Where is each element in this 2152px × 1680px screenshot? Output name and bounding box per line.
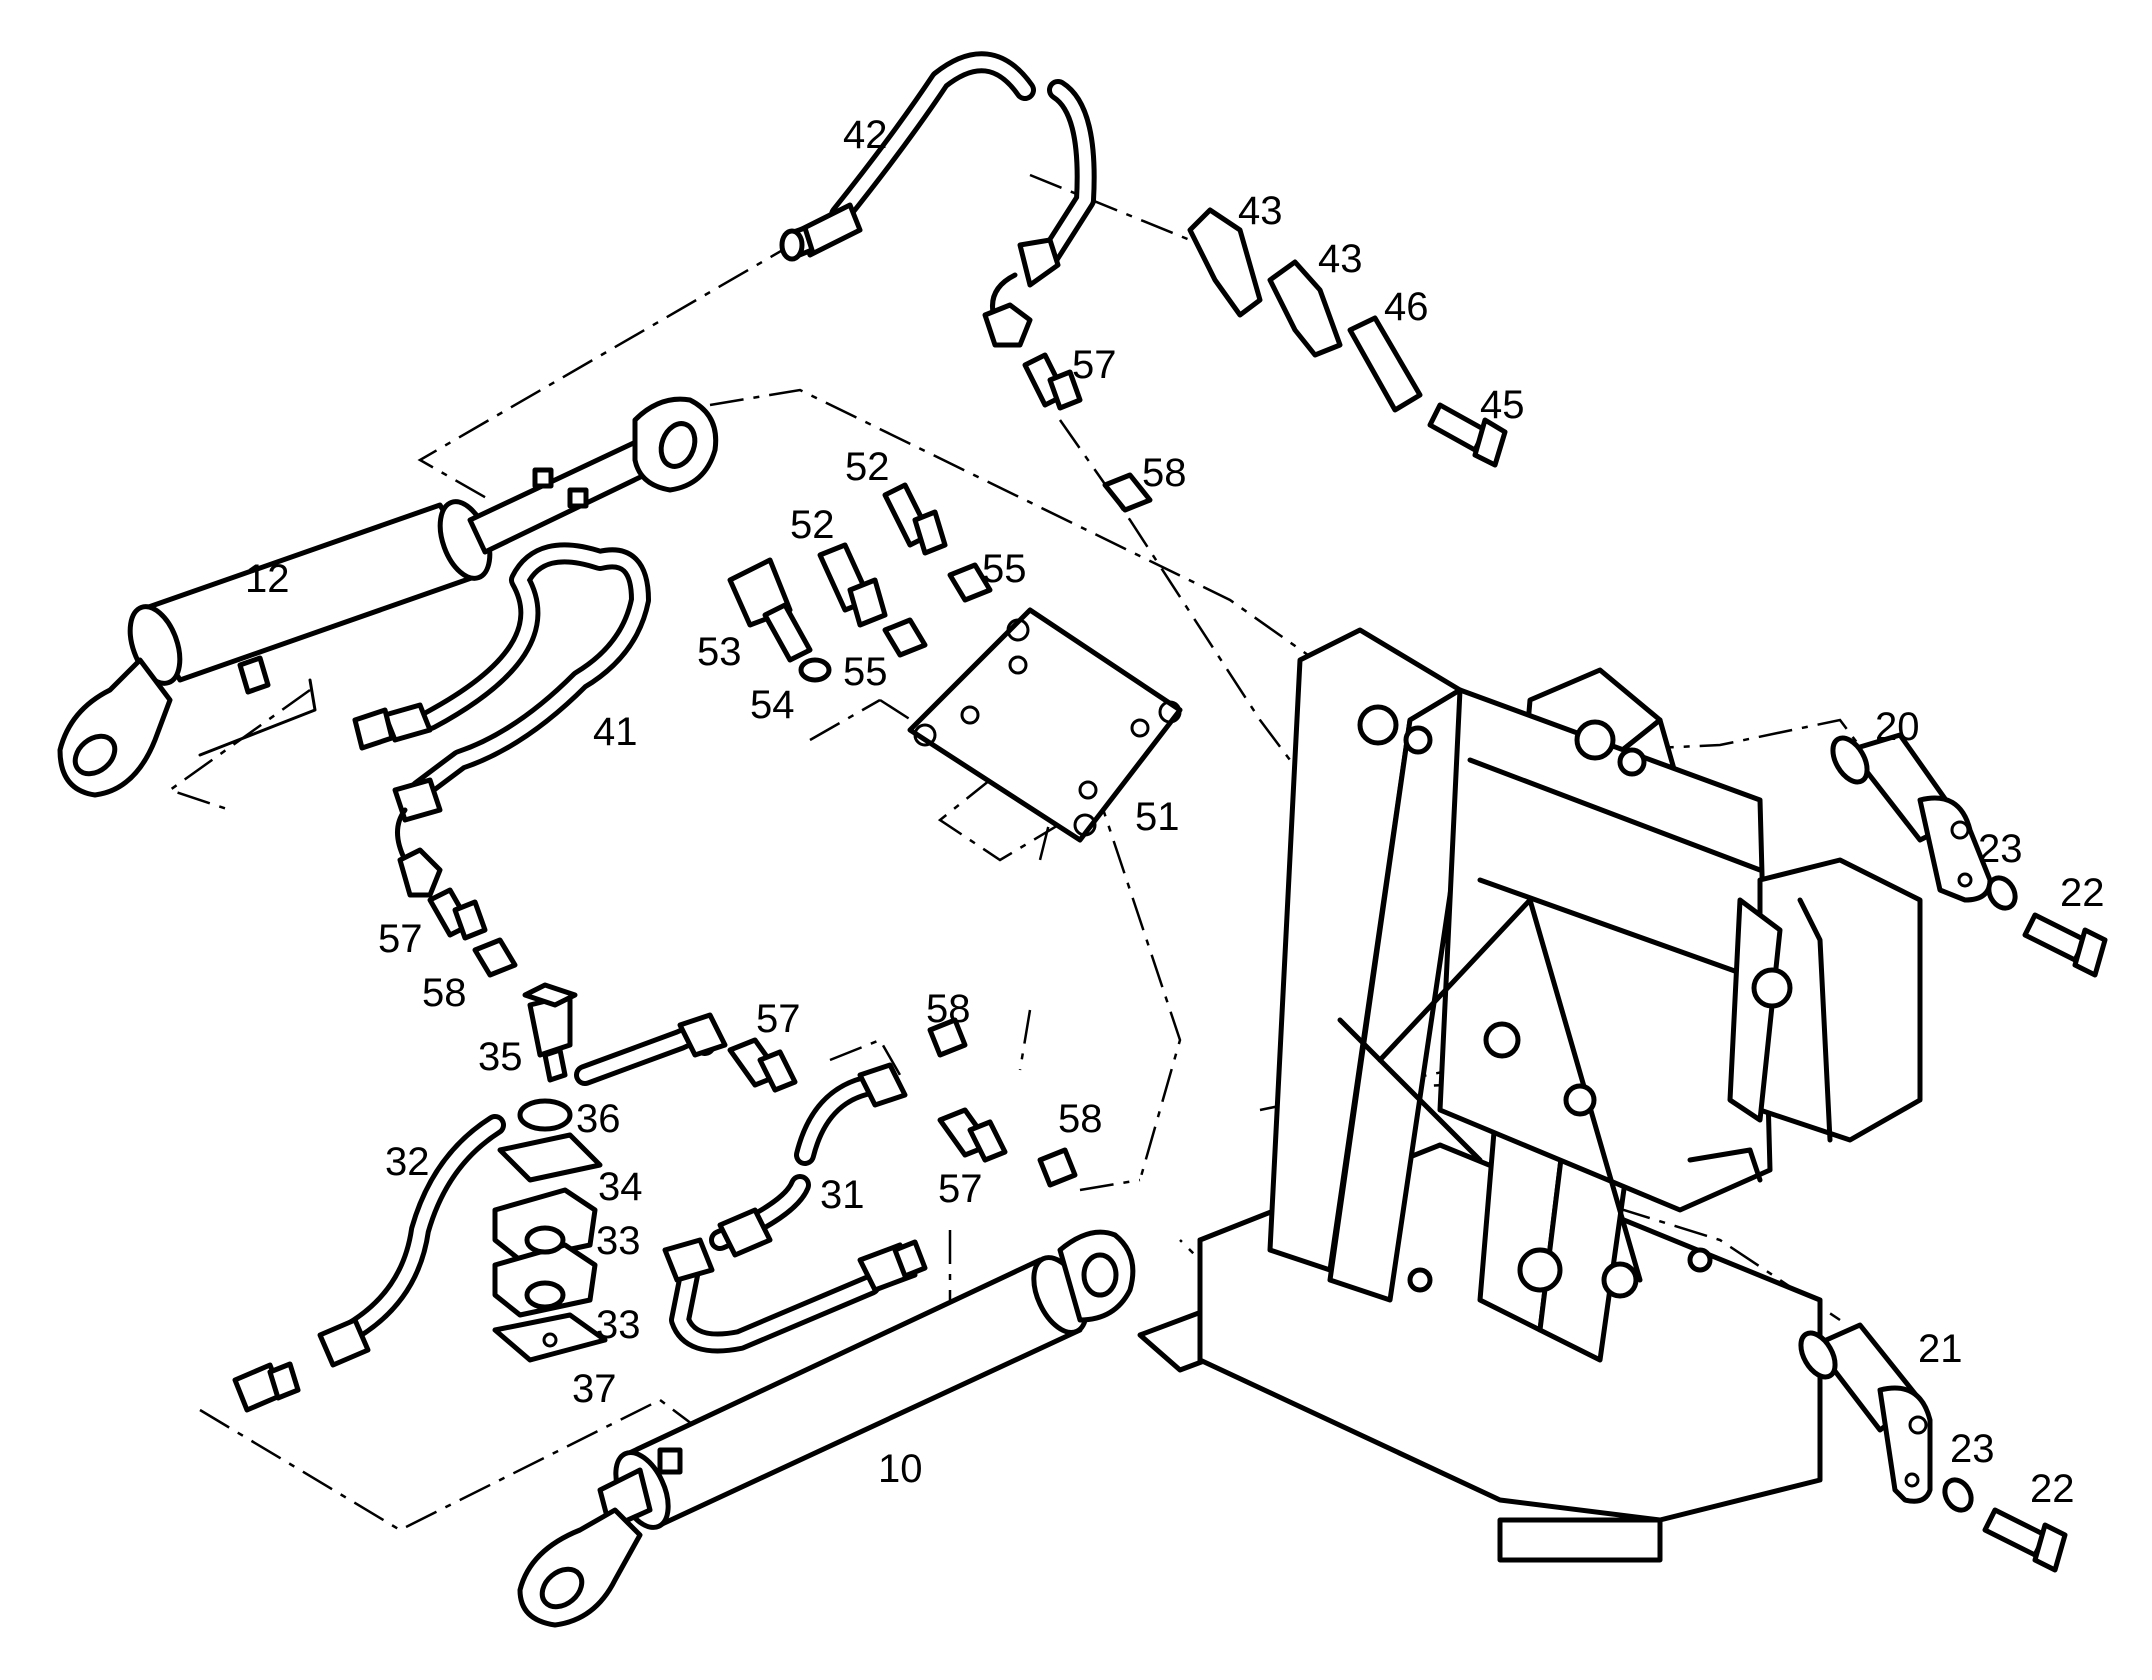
callout-32: 32: [385, 1140, 430, 1184]
callout-52: 52: [790, 503, 835, 547]
callout-31: 31: [820, 1173, 865, 1217]
callout-58: 58: [422, 971, 467, 1015]
hose-42: [779, 51, 1097, 348]
callout-34: 34: [598, 1165, 643, 1209]
clamp-assembly: [492, 982, 608, 1363]
fittings: [427, 352, 1153, 1188]
frame-bracket: [1137, 627, 1923, 1563]
callout-20: 20: [1875, 705, 1920, 749]
callout-43: 43: [1238, 189, 1283, 233]
callout-57: 57: [938, 1167, 983, 1211]
hose-31: [574, 1012, 928, 1354]
bracket-46: [1347, 315, 1423, 413]
hydraulic-cylinder-10: [517, 1229, 1136, 1628]
washer-23-bottom: [1942, 1477, 1974, 1513]
callout-54: 54: [750, 683, 795, 727]
callout-43: 43: [1318, 237, 1363, 281]
bolt-22-bottom: [1982, 1507, 2068, 1573]
callout-55: 55: [982, 547, 1027, 591]
callout-21: 21: [1918, 1327, 1963, 1371]
hose-41: [352, 542, 651, 898]
callout-23: 23: [1950, 1427, 1995, 1471]
callout-53: 53: [697, 630, 742, 674]
callout-46: 46: [1384, 285, 1429, 329]
callout-55: 55: [843, 650, 888, 694]
hose-32: [232, 1114, 506, 1413]
pin-21: [1798, 1322, 1933, 1504]
callout-58: 58: [1142, 451, 1187, 495]
bracket-43-b: [1267, 259, 1343, 358]
callout-57: 57: [1072, 343, 1117, 387]
callout-42: 42: [843, 113, 888, 157]
bolt-45: [1427, 402, 1508, 468]
callout-12: 12: [245, 557, 290, 601]
callout-58: 58: [926, 987, 971, 1031]
callout-37: 37: [572, 1367, 617, 1411]
callout-45: 45: [1480, 383, 1525, 427]
callout-10: 10: [878, 1447, 923, 1491]
callout-22: 22: [2060, 871, 2105, 915]
callout-35: 35: [478, 1035, 523, 1079]
washer-23-top: [1986, 875, 2018, 911]
bolt-22-top: [2022, 912, 2108, 978]
callout-52: 52: [845, 445, 890, 489]
pin-20: [1830, 732, 1993, 903]
hydraulic-cylinder-12: [57, 396, 719, 798]
callout-36: 36: [576, 1097, 621, 1141]
callout-57: 57: [756, 997, 801, 1041]
callout-23: 23: [1978, 827, 2023, 871]
bracket-43-a: [1187, 207, 1263, 318]
callout-58: 58: [1058, 1097, 1103, 1141]
callout-33: 33: [596, 1219, 641, 1263]
mounting-plate-51: [907, 607, 1183, 843]
callout-41: 41: [593, 710, 638, 754]
callout-22: 22: [2030, 1467, 2075, 1511]
callout-33: 33: [596, 1303, 641, 1347]
callout-51: 51: [1135, 795, 1180, 839]
callout-labels: 42 43 43 46 57 45 58 52 52 55 12 53 55 5…: [245, 113, 2105, 1511]
callout-57: 57: [378, 917, 423, 961]
